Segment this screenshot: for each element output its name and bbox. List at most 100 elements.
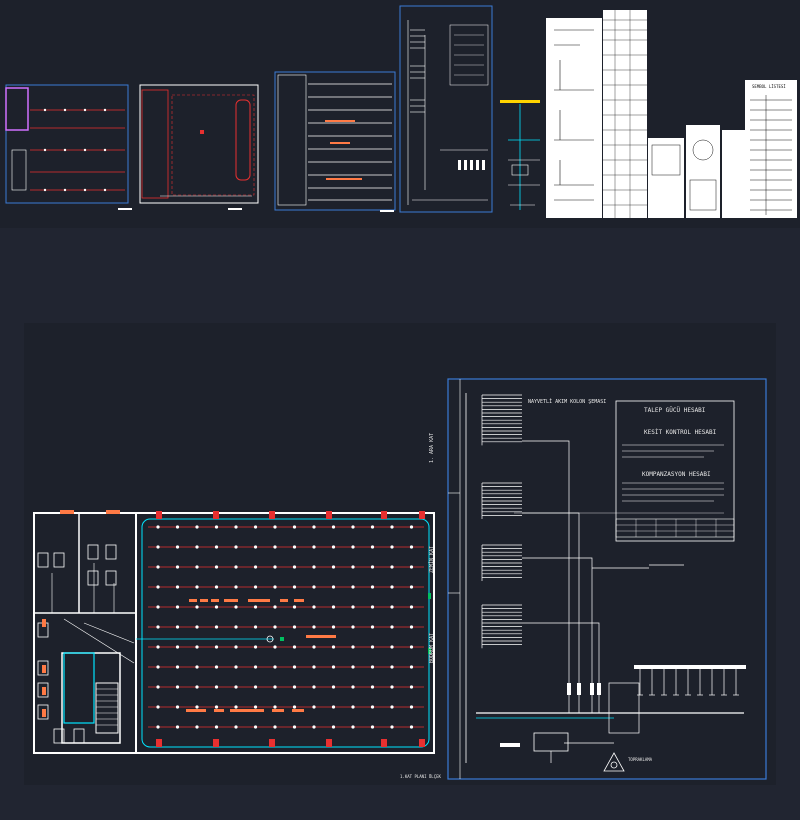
lamp-dot [292, 585, 297, 589]
circuit-rows [148, 526, 424, 728]
lamp-dot [390, 685, 394, 689]
lamp-dot [273, 525, 277, 529]
pillar [156, 511, 162, 519]
lamp-dot [156, 605, 160, 609]
lamp-dot [234, 565, 238, 569]
pillar [213, 511, 219, 519]
lamp-dot [370, 625, 375, 629]
lamp-dot [175, 625, 180, 629]
thumb-column-diagram[interactable] [399, 5, 493, 213]
floor-plan[interactable] [33, 510, 435, 754]
thumb-single-line[interactable] [500, 100, 540, 210]
lamp-dot [312, 645, 316, 649]
lamp-dot [273, 685, 277, 689]
lamp-dot [409, 625, 414, 629]
main-sheet-svg [33, 378, 767, 780]
lamp-dot [331, 625, 336, 629]
thumb-table-sheet[interactable] [603, 10, 647, 218]
lamp-dot [195, 525, 199, 529]
lamp-dot [312, 665, 316, 669]
lamp-dot [312, 585, 316, 589]
lamp-dot [175, 705, 180, 709]
lamp-dot [331, 585, 336, 589]
symbol-list-title: SEMBOL LİSTESİ [752, 84, 786, 89]
lamp-dot [253, 565, 258, 569]
thumb-plan-1[interactable] [5, 84, 132, 210]
lamp-dot [253, 725, 258, 729]
thumbnail-strip-svg [0, 0, 800, 228]
lamp-dot [390, 625, 394, 629]
lamp-dot [409, 665, 414, 669]
lamp-dot [331, 725, 336, 729]
bus-breakers [567, 683, 601, 695]
breaker [597, 683, 601, 695]
lamp-dot [156, 625, 160, 629]
lamp-dot [292, 525, 297, 529]
thumbnail-strip: SEMBOL LİSTESİ [0, 0, 800, 228]
lamp-dot [195, 565, 199, 569]
lamp-dot [351, 725, 355, 729]
lamp-dot [214, 545, 219, 549]
lamp-dot [390, 725, 394, 729]
lamp-dot [195, 705, 199, 709]
thumb-symbol-list[interactable] [722, 80, 797, 218]
floor-label-1: 1. ARA KAT [429, 432, 435, 463]
lamp-dot [370, 605, 375, 609]
compensation-capacitors [637, 669, 739, 696]
pillar [419, 739, 425, 747]
lamp-dot [409, 525, 414, 529]
lamp-dot [234, 605, 238, 609]
lamp-dot [175, 565, 180, 569]
thumb-plan-3[interactable] [274, 71, 396, 212]
thumb-calc-sheet[interactable] [546, 18, 602, 218]
lamp-dot [195, 625, 199, 629]
lamp-dot [351, 645, 355, 649]
lamp-dot [195, 585, 199, 589]
lamp-dot [390, 585, 394, 589]
lamp-dot [253, 605, 258, 609]
panel-boards [186, 599, 336, 712]
lamp-dot [370, 525, 375, 529]
lamp-dot [351, 625, 355, 629]
thumb-detail-sheet[interactable] [648, 125, 720, 218]
thumb-plan-2[interactable] [139, 84, 259, 210]
pillar [381, 511, 387, 519]
lamp-dot [351, 705, 355, 709]
column-diagram[interactable] [447, 378, 767, 780]
lamp-dot [370, 585, 375, 589]
lamp-dot [253, 665, 258, 669]
lamp-dot [273, 585, 277, 589]
column-diagram-title: NAYVETLİ AKIM KOLON ŞEMASI [528, 399, 607, 405]
lamp-dot [409, 685, 414, 689]
lamp-dot [214, 625, 219, 629]
lamp-dot [273, 605, 277, 609]
lamp-dot [175, 725, 180, 729]
lamp-dot [175, 545, 180, 549]
lamp-dot [370, 565, 375, 569]
lamp-dot [253, 705, 258, 709]
lamp-dot [214, 525, 219, 529]
lamp-dot [253, 625, 258, 629]
pillar [419, 511, 425, 519]
lamp-dot [156, 645, 160, 649]
pillar [213, 739, 219, 747]
lamp-dot [370, 685, 375, 689]
lamp-dot [234, 705, 238, 709]
lamp-dot [292, 645, 297, 649]
lamp-dot [175, 585, 180, 589]
lamp-dot [409, 705, 414, 709]
lamp-dot [253, 545, 258, 549]
lamp-dot [234, 625, 238, 629]
lamp-dot [234, 665, 238, 669]
lamp-dot [175, 665, 180, 669]
lamp-dot [253, 525, 258, 529]
lamp-dot [156, 725, 160, 729]
lamp-dot [273, 625, 277, 629]
lamp-dot [273, 665, 277, 669]
lamp-dot [331, 645, 336, 649]
pillars [156, 511, 425, 747]
demand-box-title: TALEP GÜCÜ HESABI [644, 407, 706, 414]
main-sheet[interactable]: 1.KAT PLANI ÖLÇEK NAYVETLİ AKIM KOLON ŞE… [24, 323, 776, 785]
lamp-dot [253, 645, 258, 649]
lamp-dot [175, 645, 180, 649]
